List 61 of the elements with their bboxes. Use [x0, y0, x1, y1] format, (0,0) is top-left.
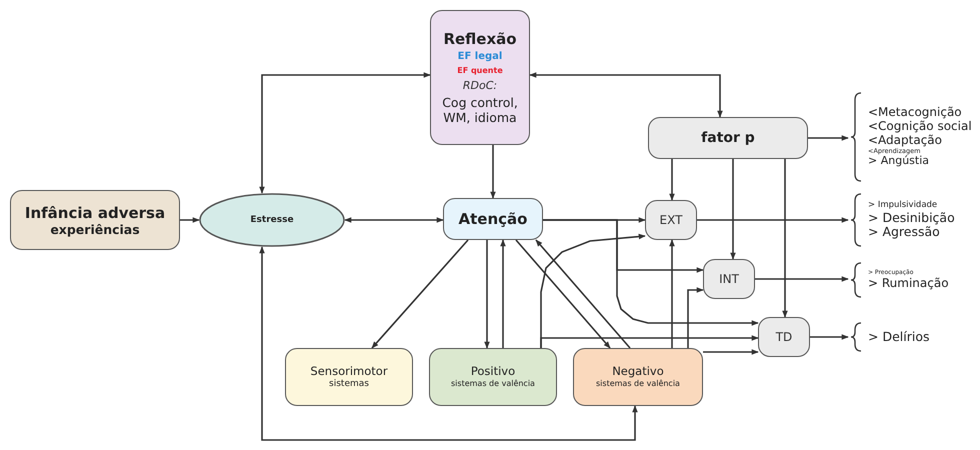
node-title: Sensorimotor: [310, 364, 388, 378]
node-title: Infância adversa: [24, 204, 166, 222]
arrow: [344, 217, 444, 223]
arrow: [543, 219, 759, 326]
arrow: [810, 334, 849, 340]
node-title: INT: [719, 272, 739, 286]
arrow: [180, 217, 200, 223]
node-title: Estresse: [250, 214, 294, 226]
arrow: [808, 135, 849, 141]
node-subtitle: sistemas de valência: [451, 379, 535, 389]
arrow: [535, 239, 631, 349]
node-subtitle: sistemas de valência: [596, 379, 680, 389]
node-title: Reflexão: [443, 30, 517, 48]
list-item: > Impulsividade: [868, 200, 938, 210]
arrow: [540, 335, 759, 348]
list-item: > Angústia: [868, 155, 930, 168]
node-title: Positivo: [470, 365, 516, 380]
arrow: [484, 240, 490, 349]
arrow: [755, 276, 849, 282]
node-subtitle: experiências: [50, 222, 140, 236]
process-box: [429, 348, 557, 406]
node-text: Cog control, WM, idioma: [441, 94, 519, 125]
arrow: [515, 239, 611, 349]
arrow: [669, 159, 675, 201]
process-box: [703, 259, 755, 299]
list-item: > Ruminação: [868, 276, 949, 290]
arrow: [669, 239, 675, 348]
node-subtitle: sistemas: [329, 378, 369, 390]
list-item: <Metacognição: [868, 106, 962, 120]
arrow: [703, 349, 759, 355]
arrow: [782, 159, 788, 318]
process-box: [573, 348, 703, 406]
node-title: Negativo: [612, 365, 664, 380]
arrow: [259, 246, 638, 441]
node-note: RDoC:: [462, 78, 498, 92]
list-item: <Cognição social: [868, 120, 972, 134]
arrow: [687, 287, 704, 348]
process-box: [443, 198, 543, 240]
node-subtitle: EF quente: [457, 66, 503, 76]
process-box: [10, 190, 180, 250]
arrow: [529, 72, 723, 118]
arrow: [697, 217, 849, 223]
arrow: [500, 239, 506, 348]
node-title: Atenção: [458, 210, 528, 228]
process-box: [758, 317, 810, 357]
arrow: [730, 159, 736, 260]
process-box: [648, 117, 808, 159]
arrow: [490, 145, 496, 199]
list-item: > Desinibição: [868, 210, 955, 225]
process-box: [645, 200, 697, 240]
node-subtitle: EF legal: [458, 51, 502, 64]
node-title: TD: [776, 330, 792, 344]
list-item: > Delírios: [868, 330, 930, 344]
node-title: fator p: [701, 130, 755, 146]
arrow: [259, 72, 431, 194]
list-item: <Adaptação: [868, 134, 942, 148]
process-box: [430, 10, 530, 145]
node-title: EXT: [660, 212, 682, 228]
list-item: > Agressão: [868, 224, 940, 240]
process-box: [285, 348, 413, 406]
arrow: [371, 239, 469, 349]
